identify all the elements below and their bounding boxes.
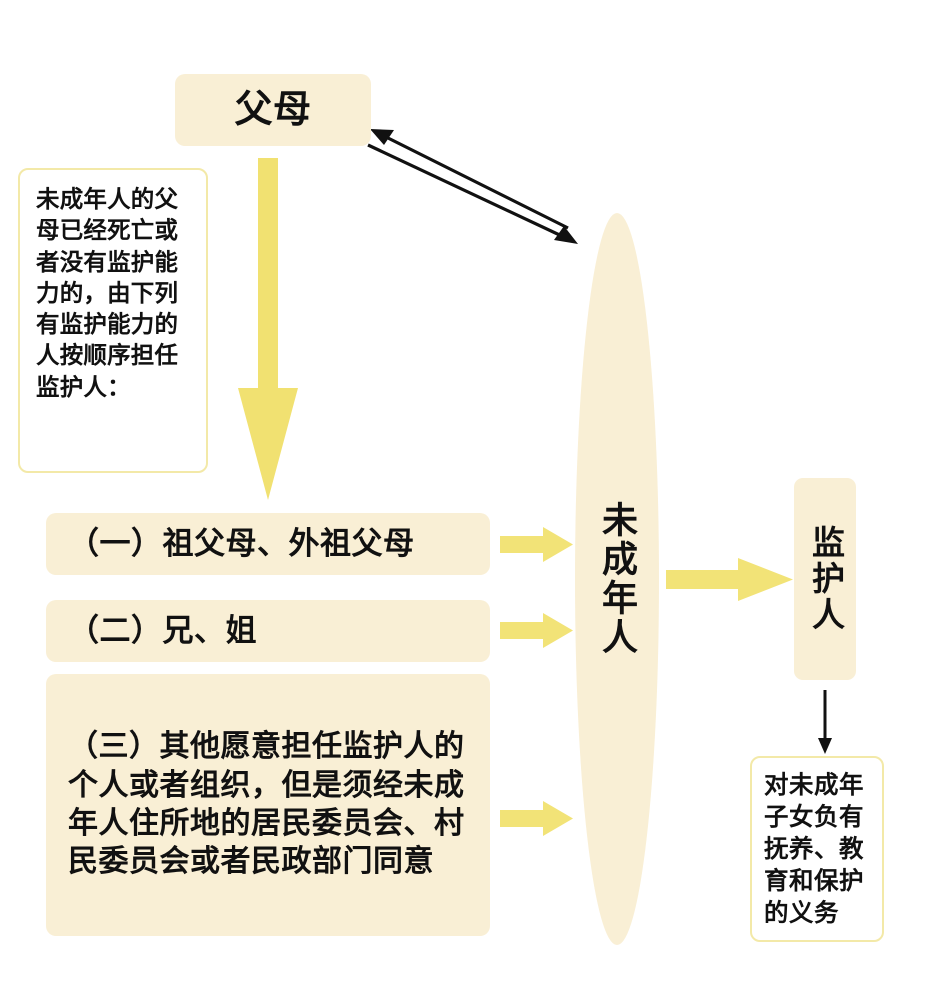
node-duty[interactable]: 对未成年子女负有抚养、教育和保护的义务 [750,756,884,942]
node-guardian-order-item-1[interactable]: （一）祖父母、外祖父母 [46,513,490,575]
node-guardian-order-item-3-label: （三）其他愿意担任监护人的个人或者组织，但是须经未成年人住所地的居民委员会、村民… [68,730,465,879]
node-guardian-label: 监护人 [807,525,845,633]
node-condition-note[interactable]: 未成年人的父母已经死亡或者没有监护能力的，由下列有监护能力的人按顺序担任监护人： [18,168,208,473]
node-guardian-order-item-2[interactable]: （二）兄、姐 [46,600,490,662]
node-guardian-order-item-2-label: （二）兄、姐 [68,612,257,648]
item3-to-minor-arrow [500,801,573,836]
parents-to-item1-arrow [238,158,298,500]
node-duty-text: 对未成年子女负有抚养、教育和保护的义务 [764,772,864,927]
node-minor-label: 未成年人 [597,501,638,657]
minor-to-guardian-arrow [666,558,793,601]
node-condition-note-text: 未成年人的父母已经死亡或者没有监护能力的，由下列有监护能力的人按顺序担任监护人： [36,186,179,400]
parents-to-minor-bidirectional-arrow [367,129,578,244]
node-guardian[interactable]: 监护人 [794,478,856,680]
node-parents-label: 父母 [234,88,312,131]
node-parents[interactable]: 父母 [175,74,371,146]
guardian-to-duty-arrow [818,690,832,754]
item1-to-minor-arrow [500,527,573,562]
item2-to-minor-arrow [500,613,573,648]
node-guardian-order-item-1-label: （一）祖父母、外祖父母 [68,525,415,561]
node-guardian-order-item-3[interactable]: （三）其他愿意担任监护人的个人或者组织，但是须经未成年人住所地的居民委员会、村民… [46,674,490,936]
node-minor-ellipse[interactable]: 未成年人 [575,213,659,945]
